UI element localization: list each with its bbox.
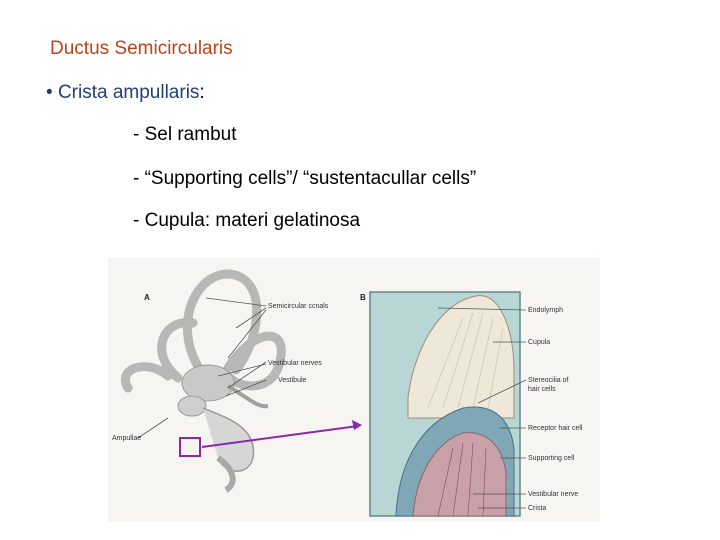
inner-ear-illustration: A Semicircular ccnals Vestibular nerves [108, 258, 600, 522]
label-ampullae: Ampullae [112, 435, 141, 442]
panel-a-leader-lines [137, 297, 267, 439]
sub-item-hair-cells: - Sel rambut [133, 124, 237, 145]
label-supporting-cell: Supporting cell [528, 455, 575, 462]
label-vestibular-nerves: Vestibular nerves [268, 360, 322, 367]
panel-a-letter: A [144, 293, 150, 302]
label-stereocilia-line1: Stereocilia of [528, 377, 569, 384]
label-vestibule: Vestibule [278, 377, 307, 384]
bullet-crista-ampullaris: • Crista ampullaris: [46, 82, 205, 104]
label-stereocilia-line2: hair cells [528, 386, 556, 393]
vestibule-body [177, 364, 269, 493]
panel-b-letter: B [360, 293, 366, 302]
label-crista: Crista [528, 505, 546, 512]
label-receptor-hair-cell: Receptor hair cell [528, 425, 583, 432]
label-semicircular-canals: Semicircular ccnals [268, 303, 329, 310]
ampulla-highlight-box [179, 437, 201, 457]
panel-b-leader-lines [437, 307, 527, 509]
sub-item-supporting-cells: - “Supporting cells”/ “sustentacullar ce… [133, 168, 477, 189]
slide-title: Ductus Semicircularis [50, 38, 233, 59]
inner-ear-figure: A Semicircular ccnals Vestibular nerves [108, 258, 600, 522]
magnification-arrow [201, 420, 362, 448]
labyrinth-drawing [121, 269, 286, 393]
label-vestibular-nerve: Vestibular nerve [528, 491, 578, 498]
crista-cross-section [369, 291, 521, 517]
sub-item-cupula: - Cupula: materi gelatinosa [133, 210, 361, 231]
label-endolymph: Endolymph [528, 307, 563, 314]
label-cupula: Cupula [528, 339, 550, 346]
bullet-text: Crista ampullaris [57, 82, 200, 103]
bullet-colon: : [199, 82, 205, 103]
bullet-marker: • [46, 82, 53, 103]
